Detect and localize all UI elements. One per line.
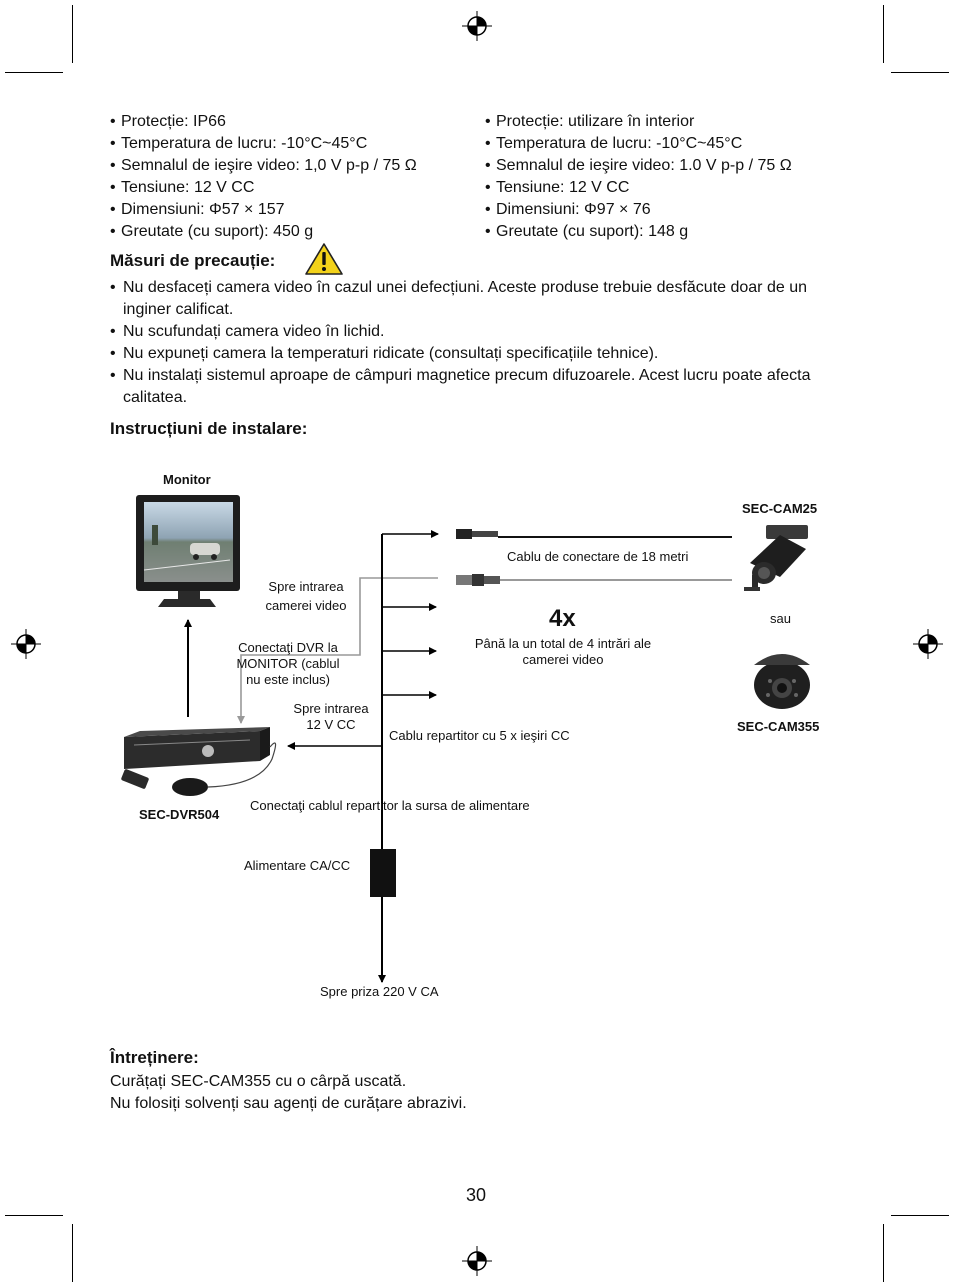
precaution-item: Nu scufundați camera video în lichid. xyxy=(110,321,840,343)
power-adapter-illustration xyxy=(370,849,396,897)
dome-camera-illustration xyxy=(754,654,810,709)
crop-mark xyxy=(5,1215,63,1216)
spec-item: Dimensiuni: Φ97 × 76 xyxy=(485,199,792,221)
bullet-camera-illustration xyxy=(744,525,808,591)
crop-mark xyxy=(891,1215,949,1216)
or-label: sau xyxy=(770,611,791,626)
registration-mark-icon xyxy=(913,629,943,659)
installation-diagram: Monitor SEC-CAM25 Cablu de conectare de … xyxy=(100,455,860,1015)
outlet-label: Spre priza 220 V CA xyxy=(320,984,439,999)
precaution-item: Nu desfaceți camera video în cazul unei … xyxy=(110,277,840,321)
spec-item: Temperatura de lucru: -10°C~45°C xyxy=(110,133,417,155)
spec-item: Greutate (cu suport): 148 g xyxy=(485,221,792,243)
registration-mark-icon xyxy=(11,629,41,659)
cam355-label: SEC-CAM355 xyxy=(737,719,820,734)
crop-mark xyxy=(883,1224,884,1282)
dc-connector-illustration xyxy=(456,529,732,539)
spec-item: Tensiune: 12 V CC xyxy=(110,177,417,199)
psu-label: Alimentare CA/CC xyxy=(244,858,351,873)
wiring-diagram-graphics xyxy=(121,495,810,983)
precaution-item: Nu expuneți camera la temperaturi ridica… xyxy=(110,343,840,365)
crop-mark xyxy=(5,72,63,73)
registration-mark-icon xyxy=(462,11,492,41)
installation-heading: Instrucțiuni de instalare: xyxy=(110,419,308,438)
precaution-item: Nu instalați sistemul aproape de câmpuri… xyxy=(110,365,840,409)
spec-item: Temperatura de lucru: -10°C~45°C xyxy=(485,133,792,155)
spec-list-cam25: Protecție: IP66 Temperatura de lucru: -1… xyxy=(110,111,417,243)
spec-item: Semnalul de ieşire video: 1,0 V p-p / 75… xyxy=(110,155,417,177)
dvr-illustration xyxy=(121,727,277,796)
connect-dvr-label: Conectaţi DVR la MONITOR (cablul nu este… xyxy=(236,640,340,687)
connect-splitter-label: Conectaţi cablul repartitor la sursa de … xyxy=(250,798,530,813)
page-number: 30 xyxy=(466,1185,487,1205)
spec-item: Dimensiuni: Φ57 × 157 xyxy=(110,199,417,221)
cable-18m-label: Cablu de conectare de 18 metri xyxy=(507,549,689,564)
spec-item: Protecție: utilizare în interior xyxy=(485,111,792,133)
crop-mark xyxy=(72,5,73,63)
spec-item: Greutate (cu suport): 450 g xyxy=(110,221,417,243)
crop-mark xyxy=(72,1224,73,1282)
camera-input-label: Spre intrarea camerei video xyxy=(265,579,347,613)
multiplier-label: 4x xyxy=(549,605,576,632)
maintenance-text: Curățați SEC-CAM355 cu o cârpă uscată. N… xyxy=(110,1071,467,1115)
spec-item: Protecție: IP66 xyxy=(110,111,417,133)
total-inputs-label: Până la un total de 4 intrări ale camere… xyxy=(474,636,652,667)
dvr-label: SEC-DVR504 xyxy=(139,807,220,822)
splitter-label: Cablu repartitor cu 5 x ieşiri CC xyxy=(389,728,570,743)
input-12v-label: Spre intrarea 12 V CC xyxy=(293,701,369,732)
warning-icon xyxy=(305,243,343,275)
crop-mark xyxy=(883,5,884,63)
maintenance-line: Nu folosiți solvenți sau agenți de curăț… xyxy=(110,1095,467,1112)
maintenance-heading: Întreținere: xyxy=(110,1048,199,1067)
monitor-illustration xyxy=(136,495,240,607)
spec-item: Semnalul de ieşire video: 1.0 V p-p / 75… xyxy=(485,155,792,177)
registration-mark-icon xyxy=(462,1246,492,1276)
crop-mark xyxy=(891,72,949,73)
monitor-label: Monitor xyxy=(163,472,211,487)
maintenance-line: Curățați SEC-CAM355 cu o cârpă uscată. xyxy=(110,1073,407,1090)
cam25-label: SEC-CAM25 xyxy=(742,501,818,516)
bnc-connector-illustration xyxy=(456,574,732,586)
precautions-heading: Măsuri de precauție: xyxy=(110,251,276,270)
precautions-list: Nu desfaceți camera video în cazul unei … xyxy=(110,277,840,409)
spec-list-cam355: Protecție: utilizare în interior Tempera… xyxy=(485,111,792,243)
spec-item: Tensiune: 12 V CC xyxy=(485,177,792,199)
